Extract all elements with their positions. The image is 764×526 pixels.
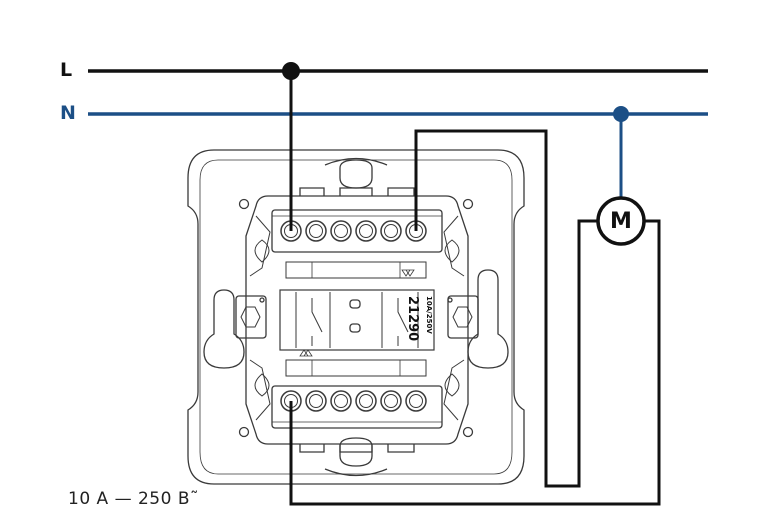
switch-mechanism — [235, 187, 479, 453]
neutral-label: N — [60, 102, 76, 124]
motor-direction-2-wire — [289, 219, 661, 506]
motor-direction-1-wire — [414, 129, 600, 488]
mounting-frame — [187, 149, 525, 485]
neutral-junction-dot — [613, 106, 629, 122]
lower-terminal-row — [280, 390, 427, 412]
rating-label: 10 A — 250 В˜ — [68, 489, 199, 509]
model-rating: 10A/250V — [425, 296, 433, 334]
motor-circle-icon: M — [596, 196, 646, 246]
line-junction-dot — [282, 62, 300, 80]
upper-terminal-row — [280, 220, 427, 242]
model-number: 21290 — [405, 296, 420, 341]
line-label: L — [60, 59, 73, 81]
motor-label: M — [610, 209, 632, 234]
